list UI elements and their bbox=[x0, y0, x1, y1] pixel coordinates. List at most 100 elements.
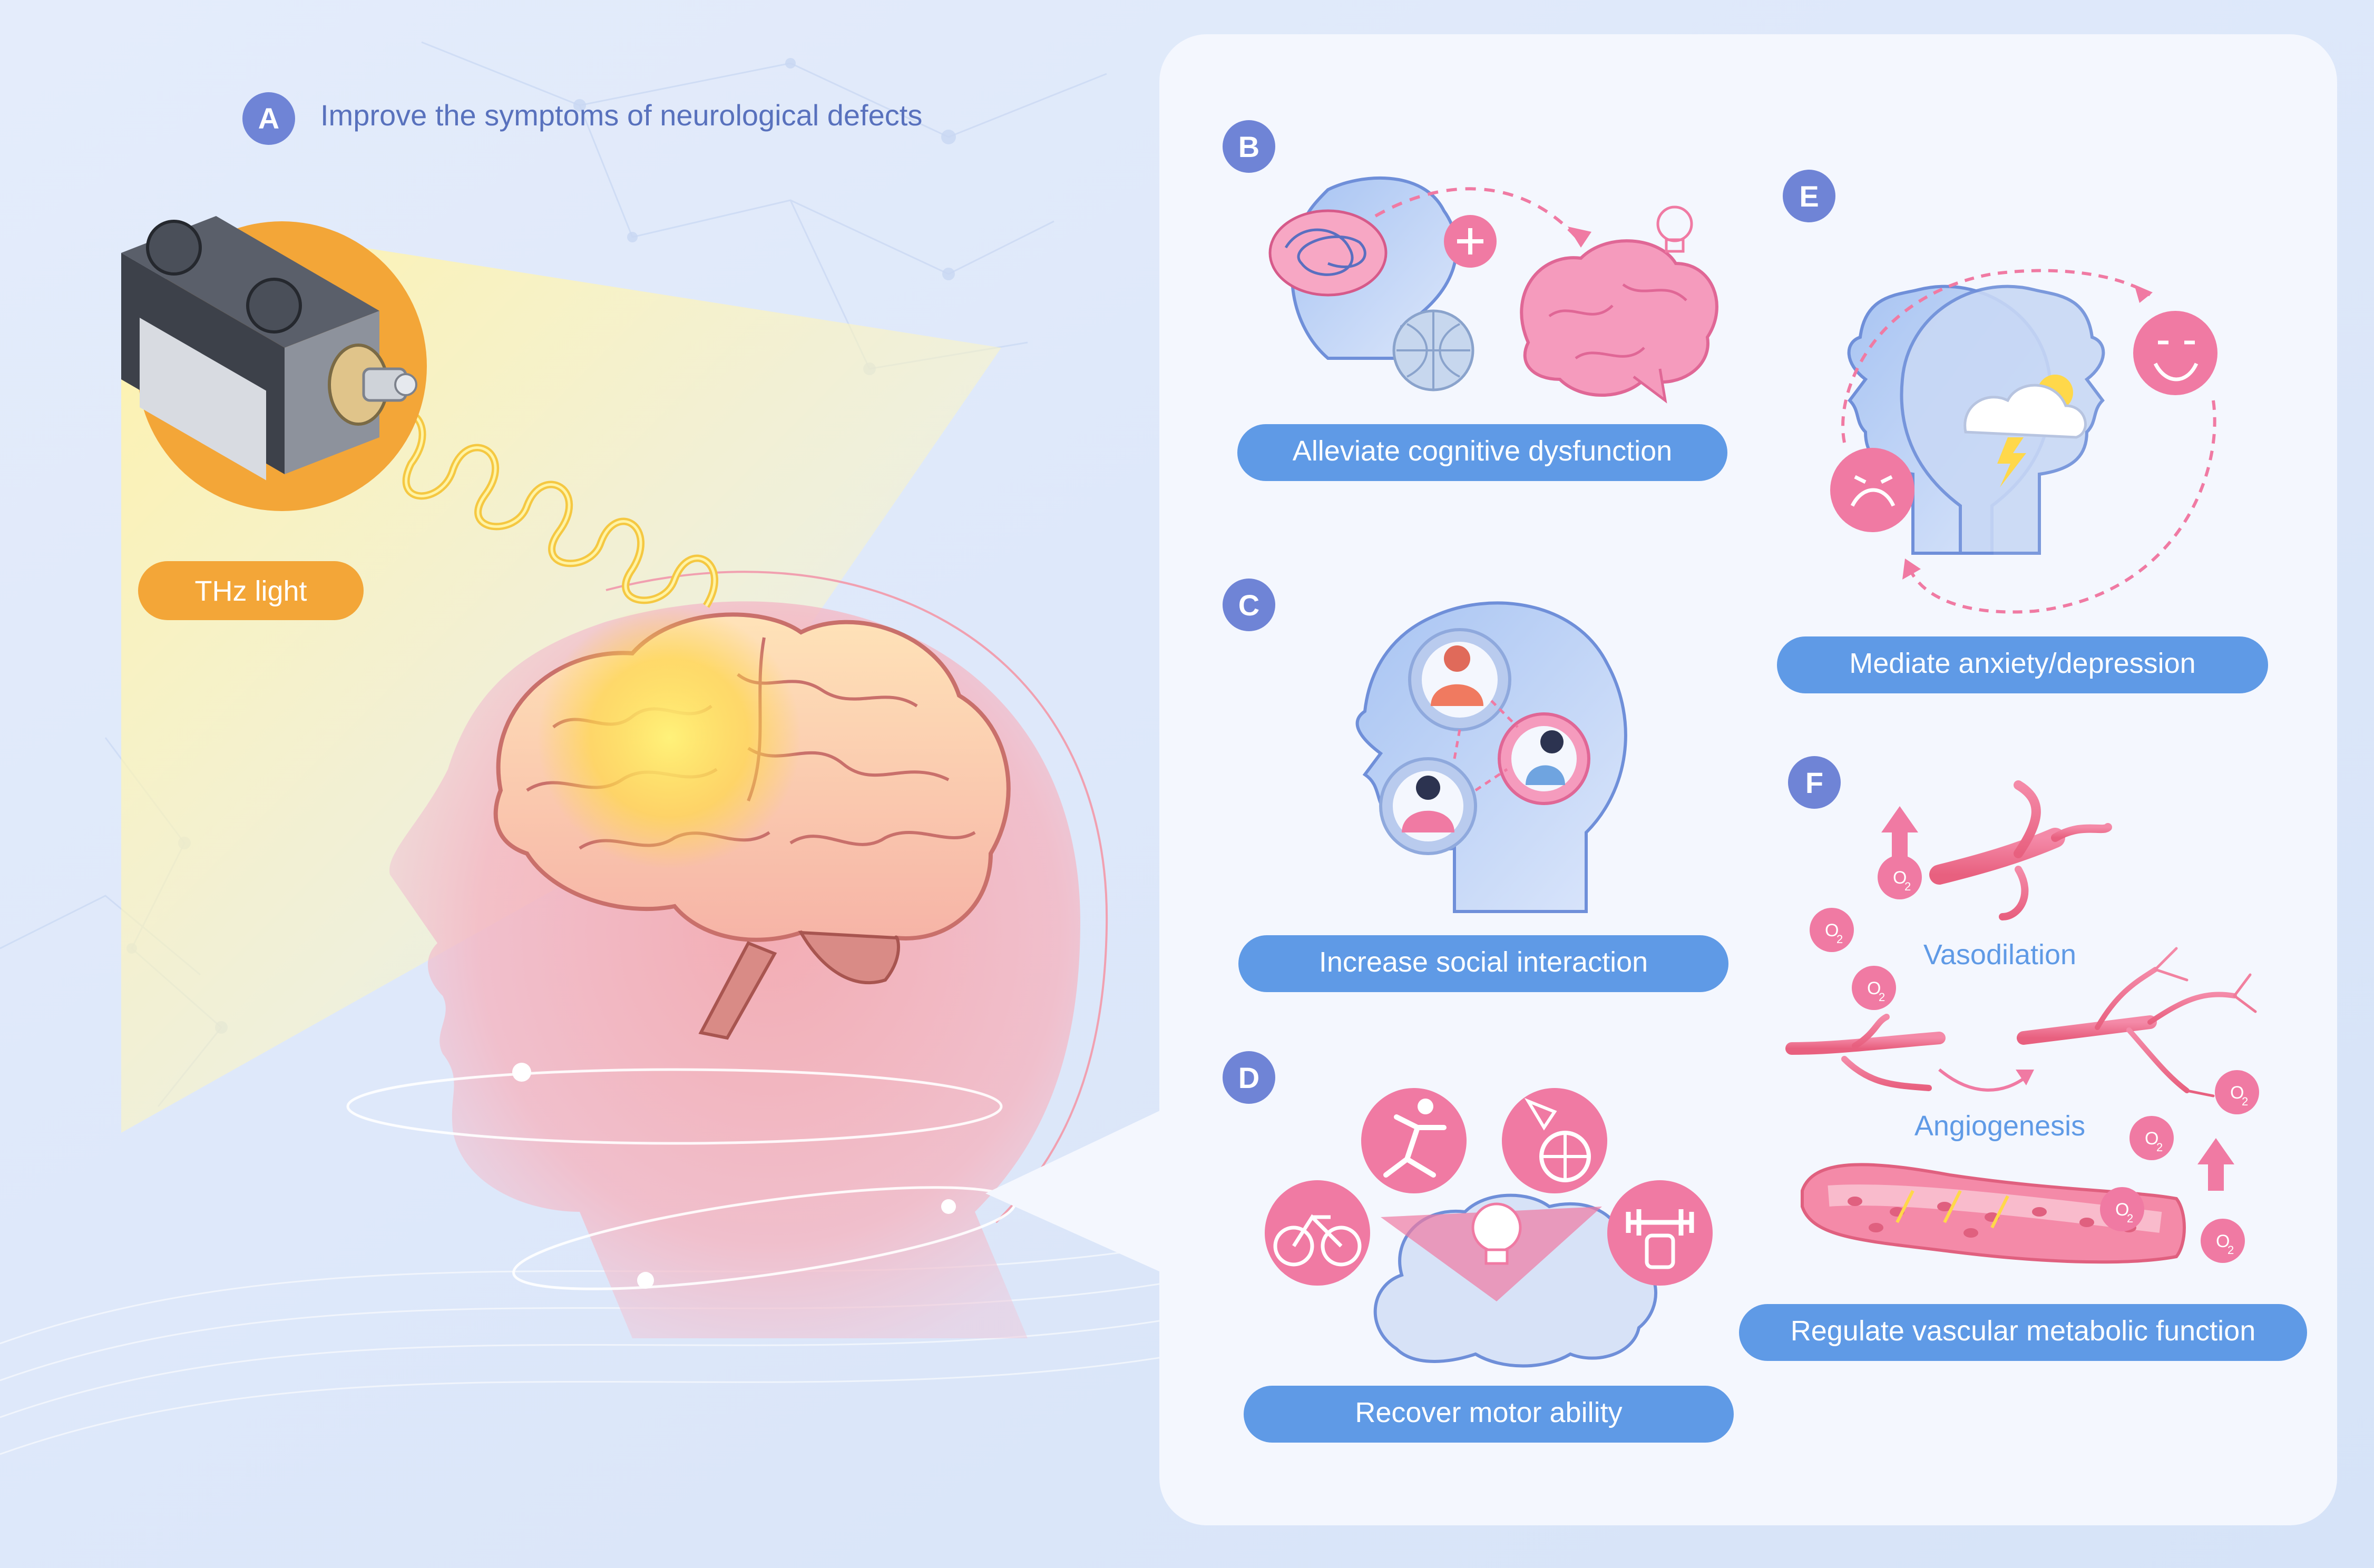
oxygen-subscript: 2 bbox=[1836, 933, 1843, 946]
orbit-node bbox=[512, 1063, 531, 1082]
oxygen-label: O bbox=[2216, 1231, 2230, 1251]
social-gear-bottom bbox=[1379, 757, 1477, 855]
lightning-icon bbox=[1997, 437, 2026, 487]
shuttlecock-icon bbox=[1524, 1097, 1557, 1131]
badge-f bbox=[1788, 756, 1841, 809]
social-gear-top bbox=[1408, 628, 1511, 731]
oxygen-subscript: 2 bbox=[2242, 1095, 2248, 1108]
dumbbell-icon-bg bbox=[1607, 1180, 1713, 1286]
running-icon bbox=[1383, 1114, 1447, 1178]
up-arrow-icon bbox=[1881, 806, 1918, 859]
pill-d bbox=[1244, 1386, 1734, 1443]
pill-f bbox=[1739, 1304, 2307, 1361]
thz-device bbox=[121, 216, 417, 481]
badge-d bbox=[1223, 1051, 1275, 1104]
badge-c-letter: C bbox=[1238, 589, 1259, 622]
badge-d-letter: D bbox=[1238, 1061, 1259, 1094]
wave-lines bbox=[0, 1237, 1213, 1455]
oxygen-subscript: 2 bbox=[2228, 1243, 2234, 1257]
happy-face-icon bbox=[2133, 311, 2217, 395]
orbit-node bbox=[637, 1272, 654, 1289]
oxygen-bubbles bbox=[1810, 855, 2259, 1263]
oxygen-label: O bbox=[2145, 1129, 2158, 1149]
tangled-brain bbox=[1268, 209, 1388, 297]
badge-b-letter: B bbox=[1238, 130, 1259, 163]
badge-b bbox=[1223, 120, 1275, 173]
oxygen-subscript: 2 bbox=[2127, 1212, 2133, 1225]
oxygen-label: O bbox=[1867, 978, 1881, 998]
oxygen-label: O bbox=[1893, 868, 1907, 888]
badge-e bbox=[1783, 170, 1835, 222]
oxygen-label: O bbox=[2230, 1083, 2244, 1103]
bicycle-wheel bbox=[1321, 1226, 1362, 1267]
mood-arrow-bottom bbox=[1906, 400, 2216, 614]
transition-arrowhead bbox=[2016, 1070, 2034, 1085]
thz-light-pill bbox=[138, 561, 364, 620]
progress-arrow bbox=[1374, 187, 1582, 243]
orbit-node bbox=[941, 1199, 956, 1214]
pill-c bbox=[1238, 935, 1728, 992]
healthy-brain bbox=[1520, 239, 1718, 397]
idea-bulb-base bbox=[1484, 1248, 1509, 1265]
pill-c-label: Increase social interaction bbox=[1319, 946, 1648, 978]
brain-stem bbox=[1633, 368, 1667, 404]
pill-e bbox=[1777, 636, 2268, 693]
person-icon bbox=[1540, 730, 1564, 753]
cloud-icon bbox=[1963, 384, 2087, 439]
bicycle-frame bbox=[1292, 1214, 1343, 1248]
pill-d-label: Recover motor ability bbox=[1355, 1397, 1622, 1428]
plus-icon bbox=[1457, 228, 1483, 254]
panel-a-title: Improve the symptoms of neurological def… bbox=[320, 99, 922, 132]
bicycle-icon bbox=[1273, 1226, 1314, 1267]
badge-a-letter: A bbox=[258, 102, 279, 135]
pill-b bbox=[1237, 424, 1727, 481]
lightbulb-base bbox=[1665, 238, 1685, 253]
oxygen-subscript: 2 bbox=[2156, 1141, 2163, 1154]
flow-arrows bbox=[1896, 1190, 2009, 1229]
badge-c bbox=[1223, 579, 1275, 631]
person-icon bbox=[1444, 645, 1470, 672]
person-icon bbox=[1416, 776, 1440, 800]
globe-lines bbox=[1396, 311, 1470, 390]
thz-light-label: THz light bbox=[194, 575, 307, 607]
ball-icon-bg bbox=[1502, 1088, 1607, 1193]
thz-wave-highlight bbox=[378, 410, 716, 607]
mood-arrow-top bbox=[1841, 269, 2151, 443]
angiogenesis-label: Angiogenesis bbox=[1914, 1110, 2085, 1142]
sad-eyes bbox=[1854, 475, 1893, 484]
mood-arrowhead-bottom bbox=[1902, 558, 1921, 580]
narrow-vessel bbox=[1785, 1014, 1946, 1091]
bicycle-icon-bg bbox=[1265, 1180, 1370, 1286]
oxygen-subscripts: 2 2 2 2 2 2 2 bbox=[1836, 880, 2248, 1257]
brain-folds bbox=[1548, 283, 1687, 360]
callout-pointer bbox=[985, 1096, 1191, 1286]
sad-mouth bbox=[1850, 488, 1896, 507]
idea-bulb-icon bbox=[1471, 1202, 1522, 1253]
badge-a bbox=[242, 92, 295, 145]
oxygen-label: O bbox=[1825, 920, 1839, 940]
social-links bbox=[1453, 700, 1519, 792]
badge-f-letter: F bbox=[1805, 766, 1823, 799]
thz-glow-spot bbox=[538, 606, 801, 869]
vasodilation-label: Vasodilation bbox=[1923, 939, 2076, 971]
badge-e-letter: E bbox=[1799, 180, 1819, 213]
tangled-thought-icon bbox=[1284, 228, 1366, 276]
oxygen-labels: O O O O O O O bbox=[1825, 868, 2244, 1251]
oxygen-subscript: 2 bbox=[1879, 991, 1885, 1004]
dilated-vessel bbox=[1929, 780, 2112, 920]
running-icon-head bbox=[1418, 1099, 1433, 1114]
progress-arrowhead bbox=[1568, 227, 1591, 248]
transition-arrow bbox=[1938, 1068, 2030, 1092]
oxygen-subscript: 2 bbox=[1904, 880, 1911, 893]
oxygen-label: O bbox=[2115, 1200, 2129, 1220]
pill-b-label: Alleviate cognitive dysfunction bbox=[1293, 435, 1672, 467]
head-outline bbox=[605, 571, 1108, 1223]
dumbbell-icon bbox=[1626, 1209, 1694, 1236]
up-arrow-icon bbox=[2197, 1138, 2234, 1191]
basketball-lines bbox=[1541, 1133, 1589, 1180]
pill-e-label: Mediate anxiety/depression bbox=[1849, 648, 2195, 679]
pill-f-label: Regulate vascular metabolic function bbox=[1791, 1315, 2255, 1347]
mood-arrowhead-top bbox=[2134, 285, 2153, 303]
